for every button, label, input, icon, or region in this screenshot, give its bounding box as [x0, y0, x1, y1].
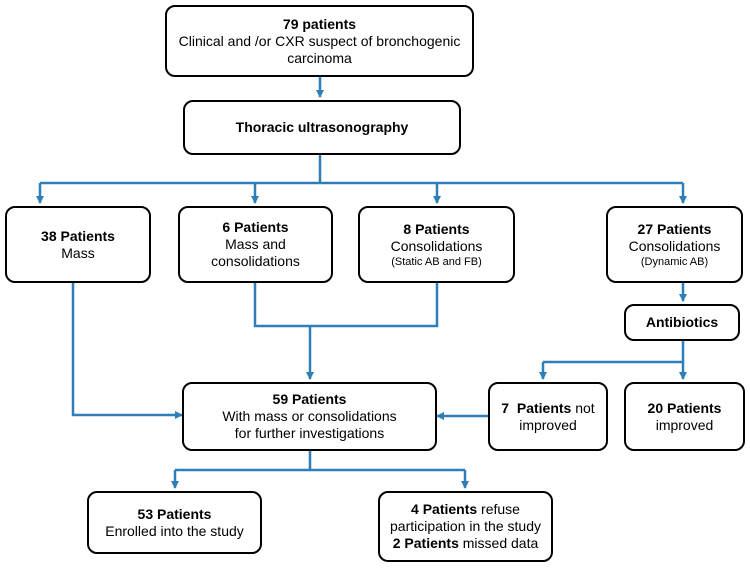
node-further-desc1: With mass or consolidations: [222, 408, 397, 424]
node-mass-count: 38 Patients: [41, 227, 115, 244]
node-excluded-line3: 2 Patients missed data: [393, 535, 539, 552]
node-excluded: 4 Patients refuse participation in the s…: [378, 491, 553, 562]
node-improved-desc: improved: [655, 416, 714, 433]
node-enrolled-desc: Enrolled into the study: [105, 522, 244, 539]
node-cons-static-desc: Consolidations: [390, 237, 483, 254]
node-excluded-desc3: missed data: [458, 535, 539, 551]
node-not-improved-desc2: improved: [519, 416, 577, 433]
node-further-desc2: for further investigations: [234, 425, 385, 441]
node-further-investigations: 59 Patients With mass or consolidations …: [182, 382, 437, 451]
node-further-count: 59 Patients: [272, 391, 347, 407]
node-initial-desc-line1: Clinical and /or CXR suspect of bronchog…: [178, 32, 461, 49]
node-improved: 20 Patients improved: [624, 382, 745, 451]
node-enrolled: 53 Patients Enrolled into the study: [87, 491, 262, 554]
node-improved-count: 20 Patients: [647, 399, 722, 416]
arrow-mass-to-further: [71, 283, 183, 419]
node-excluded-desc1: refuse: [477, 501, 520, 517]
node-cons-static-count: 8 Patients: [403, 220, 470, 237]
node-excluded-desc2: participation in the study: [390, 518, 541, 534]
branch-line-antibiotics: [543, 341, 685, 364]
node-excluded-count1: 4 Patients: [411, 501, 478, 517]
node-cons-dynamic-desc: Consolidations: [628, 237, 721, 254]
node-not-improved-line1: 7 Patients not: [501, 400, 594, 417]
node-not-improved-desc1: not: [571, 399, 595, 416]
node-mass-cons-count: 6 Patients: [222, 219, 289, 235]
node-mass: 38 Patients Mass: [5, 206, 151, 283]
node-consolidations-static: 8 Patients Consolidations (Static AB and…: [358, 206, 515, 283]
node-consolidations-dynamic: 27 Patients Consolidations (Dynamic AB): [606, 206, 743, 283]
node-initial-desc-line2: carcinoma: [287, 49, 352, 66]
node-mass-cons-desc2: consolidations: [211, 253, 300, 269]
node-thoracic-ultrasonography: Thoracic ultrasonography: [183, 100, 461, 155]
node-not-improved-count: 7 Patients: [501, 399, 572, 416]
node-tus-label: Thoracic ultrasonography: [235, 119, 409, 135]
merge-mass-cons-static: [253, 283, 439, 328]
node-antibiotics-label: Antibiotics: [645, 314, 719, 330]
node-mass-desc: Mass: [61, 244, 95, 261]
node-cons-dynamic-count: 27 Patients: [637, 220, 712, 237]
branch-line-further: [175, 451, 465, 472]
node-excluded-line1: 4 Patients refuse: [411, 501, 520, 518]
node-initial-suspect: 79 patients Clinical and /or CXR suspect…: [165, 5, 474, 77]
node-cons-dynamic-note: (Dynamic AB): [640, 255, 709, 268]
node-not-improved: 7 Patients not improved: [488, 382, 608, 451]
node-mass-cons-desc1: Mass and: [225, 236, 286, 252]
node-antibiotics: Antibiotics: [624, 304, 740, 341]
branch-line-tus: [40, 155, 683, 185]
node-excluded-count2: 2 Patients: [392, 535, 459, 551]
node-mass-consolidations: 6 Patients Mass and consolidations: [178, 206, 333, 283]
node-enrolled-count: 53 Patients: [137, 505, 212, 522]
node-initial-count: 79 patients: [282, 15, 357, 32]
node-cons-static-note: (Static AB and FB): [391, 255, 482, 268]
